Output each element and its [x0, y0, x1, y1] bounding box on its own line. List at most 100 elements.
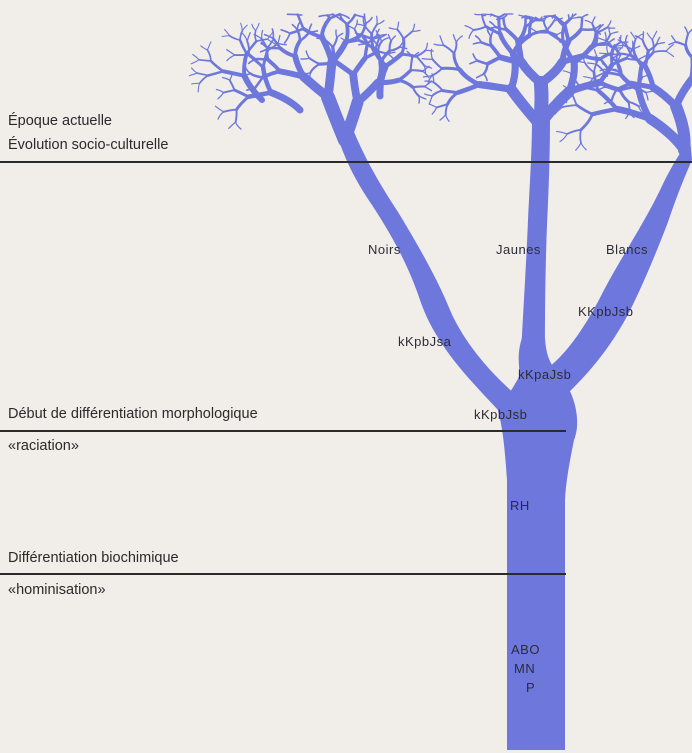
twig [401, 39, 404, 55]
twig [686, 35, 688, 46]
twig [223, 78, 230, 81]
twig [688, 29, 692, 35]
twig [666, 51, 674, 56]
twig [328, 62, 332, 97]
twig [470, 61, 477, 64]
twig [612, 90, 617, 100]
twig [391, 36, 395, 41]
twig [242, 25, 247, 30]
twig [676, 42, 686, 45]
twig [241, 23, 243, 30]
twig [432, 91, 442, 96]
marker-trunk-top: kKpbJsb [474, 407, 527, 422]
twig [458, 85, 480, 93]
twig [446, 104, 448, 114]
twig [224, 90, 235, 93]
twig [676, 80, 691, 107]
twig [189, 73, 197, 76]
twig [192, 68, 198, 73]
twig [511, 54, 515, 89]
twig [599, 38, 606, 41]
twig [632, 41, 633, 49]
twig [442, 91, 458, 93]
twig [252, 24, 256, 30]
branch-label-noirs: Noirs [368, 242, 401, 257]
twig [503, 18, 506, 30]
twig [411, 59, 412, 71]
twig [563, 27, 564, 43]
twig [581, 18, 582, 30]
twig [607, 45, 608, 53]
twig [592, 17, 595, 24]
twig [666, 45, 673, 52]
twig [477, 61, 487, 64]
twig [685, 27, 688, 35]
twig [454, 42, 457, 53]
morphological-differentiation-label: Début de différentiation morphologique [8, 406, 258, 423]
twig [569, 29, 581, 40]
twig [222, 36, 230, 37]
twig [397, 22, 398, 29]
twig [235, 90, 249, 97]
twig [336, 62, 353, 74]
twig [610, 32, 618, 34]
twig [263, 67, 271, 92]
marker-left-branch: kKpbJsa [398, 334, 451, 349]
socio-cultural-evolution-label: Évolution socio-culturelle [8, 137, 168, 154]
twig [422, 59, 432, 60]
twig [333, 38, 337, 48]
twig [499, 17, 500, 34]
twig [648, 44, 656, 51]
twig [218, 93, 224, 99]
marker-abo: ABO [511, 642, 540, 657]
twig [389, 28, 397, 30]
twig [247, 33, 250, 42]
twig [440, 115, 446, 121]
twig [336, 30, 337, 38]
twig [216, 90, 223, 93]
twig [476, 36, 481, 42]
left-branch-noirs [336, 132, 522, 410]
twig [404, 32, 413, 39]
twig [278, 36, 280, 44]
marker-p: P [526, 680, 535, 695]
twig [465, 26, 474, 30]
twig [319, 15, 327, 16]
twig [490, 36, 491, 46]
twig [672, 36, 676, 42]
tree-crown [189, 14, 692, 150]
twig [236, 110, 237, 123]
twig [357, 24, 364, 26]
twig [484, 74, 487, 81]
twig [230, 80, 235, 90]
twig [236, 122, 242, 129]
twig [434, 44, 444, 45]
twig [192, 83, 200, 84]
twig [281, 30, 290, 34]
twig [399, 80, 413, 87]
biochemical-differentiation-label: Différentiation biochimique [8, 550, 179, 567]
twig [397, 29, 403, 38]
twig [432, 107, 437, 114]
twig [285, 33, 290, 43]
twig [358, 83, 378, 102]
twig [399, 70, 411, 80]
twig [309, 58, 319, 64]
twig [560, 93, 569, 94]
twig [588, 63, 597, 64]
twig [686, 45, 692, 58]
marker-trunk-mid: RH [510, 498, 530, 513]
twig [211, 61, 224, 71]
twig [191, 60, 199, 64]
twig [382, 38, 389, 42]
twig [378, 42, 381, 52]
twig [473, 42, 481, 44]
twig [482, 15, 486, 27]
twig [473, 54, 477, 61]
twig [487, 30, 491, 36]
twig [300, 33, 309, 41]
twig [480, 85, 512, 90]
twig [429, 96, 432, 104]
twig [477, 74, 484, 78]
